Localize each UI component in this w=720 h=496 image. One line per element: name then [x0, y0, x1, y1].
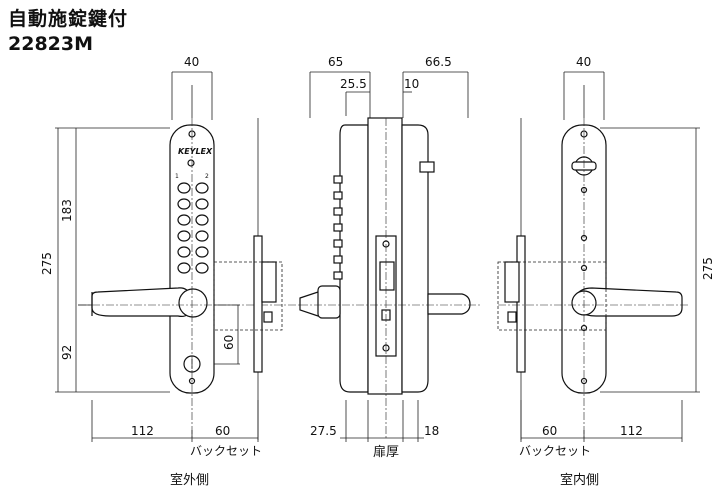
side-inside-lever [427, 293, 471, 315]
model-number: 22823M [8, 33, 94, 55]
outside-view-label: 室外側 [170, 472, 209, 488]
dim-inside-40: 40 [576, 55, 591, 69]
key-button[interactable] [177, 198, 191, 210]
dim-outside-40: 40 [184, 55, 199, 69]
inside-view: 40 275 60 112 バックセット 室内側 [497, 55, 715, 488]
latch-case [261, 261, 277, 303]
outside-body-profile [339, 124, 369, 393]
key-button[interactable] [195, 182, 209, 194]
lever-rose [178, 288, 208, 318]
dim-inside-112: 112 [620, 424, 643, 438]
dim-outside-183: 183 [60, 199, 74, 222]
side-view-label: 扉厚 [373, 444, 399, 460]
strike-plate [253, 235, 263, 373]
inside-body-profile [401, 124, 429, 393]
outside-view: 40 183 275 92 KEYLEX 1 [40, 55, 300, 488]
dim-outside-112: 112 [131, 424, 154, 438]
key-button[interactable] [177, 230, 191, 242]
dim-side-27-5: 27.5 [310, 424, 337, 438]
side-keys [333, 175, 343, 280]
inside-strike-plate [516, 235, 526, 373]
key-button[interactable] [195, 230, 209, 242]
inside-lever-handle[interactable] [575, 287, 683, 317]
key-button[interactable] [177, 214, 191, 226]
dim-side-66-5: 66.5 [425, 55, 452, 69]
key-button[interactable] [195, 214, 209, 226]
dim-side-65: 65 [328, 55, 343, 69]
inside-view-label: 室内側 [560, 472, 599, 488]
outside-keypad: 1 2 [175, 159, 209, 274]
dim-outside-275: 275 [40, 252, 54, 275]
page-title: 自動施錠鍵付 [8, 8, 129, 30]
keypad-led-icon [187, 159, 195, 167]
key-button[interactable] [177, 182, 191, 194]
deadbolt-icon [263, 311, 273, 323]
backset-label-outside: バックセット [190, 444, 262, 458]
thumb-turn-side [419, 161, 435, 173]
dim-side-10: 10 [404, 77, 419, 91]
dim-inside-275: 275 [701, 257, 715, 280]
key-button[interactable] [195, 262, 209, 274]
outside-lever-handle[interactable] [91, 287, 191, 317]
key-button[interactable] [177, 246, 191, 258]
key-button[interactable] [195, 198, 209, 210]
key-label: 2 [205, 173, 209, 180]
key-button[interactable] [177, 262, 191, 274]
dim-outside-60-vertical: 60 [222, 335, 236, 350]
brand-logo: KEYLEX [178, 147, 213, 156]
dim-side-18: 18 [424, 424, 439, 438]
dim-outside-92: 92 [60, 345, 74, 360]
key-button[interactable] [195, 246, 209, 258]
key-label: 1 [175, 173, 179, 180]
side-view: 65 25.5 66.5 10 [299, 55, 482, 460]
dim-outside-60: 60 [215, 424, 230, 438]
dim-inside-60: 60 [542, 424, 557, 438]
dim-side-25-5: 25.5 [340, 77, 367, 91]
backset-label-inside: バックセット [519, 444, 591, 458]
